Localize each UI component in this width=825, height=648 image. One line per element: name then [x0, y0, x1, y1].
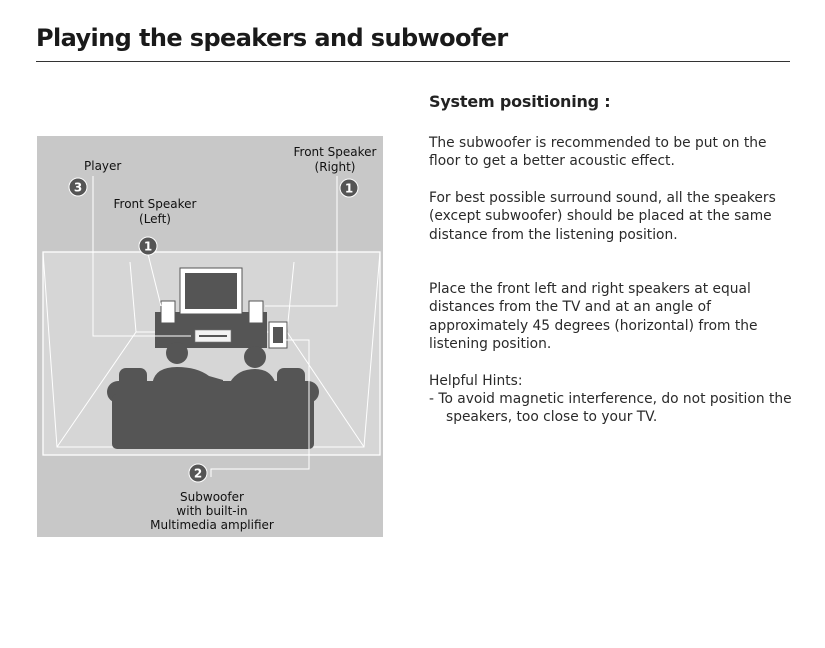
- paragraph-subwoofer: The subwoofer is recommended to be put o…: [429, 135, 767, 170]
- badge-number: 3: [74, 181, 82, 195]
- label-subwoofer-line1: Subwoofer: [180, 490, 244, 504]
- section-heading: System positioning :: [429, 92, 611, 111]
- sofa-with-listeners: [107, 342, 319, 449]
- badge-number: 1: [144, 240, 152, 254]
- label-front-right-line1: Front Speaker: [294, 145, 377, 159]
- badge-subwoofer: 2: [188, 463, 208, 483]
- speaker-placement-illustration: 3 1 1 2 Player Front Speaker (Left) Fron…: [37, 136, 383, 537]
- badge-front-right: 1: [339, 178, 359, 198]
- paragraph-front-speakers: Place the front left and right speakers …: [429, 281, 758, 352]
- hint-item: - To avoid magnetic interference, do not…: [429, 391, 792, 426]
- paragraph-surround: For best possible surround sound, all th…: [429, 190, 776, 243]
- front-speaker-right: [248, 300, 264, 324]
- badge-number: 1: [345, 182, 353, 196]
- badge-number: 2: [194, 467, 202, 481]
- title-divider: [36, 61, 790, 62]
- label-player: Player: [84, 159, 121, 173]
- front-speaker-left: [160, 300, 176, 324]
- label-front-left-line2: (Left): [139, 212, 171, 226]
- label-front-left-line1: Front Speaker: [114, 197, 197, 211]
- label-subwoofer-line2: with built-in: [176, 504, 247, 518]
- page-title: Playing the speakers and subwoofer: [36, 24, 508, 52]
- badge-player: 3: [68, 177, 88, 197]
- label-subwoofer-line3: Multimedia amplifier: [150, 518, 274, 532]
- tv: [179, 267, 243, 315]
- helpful-hints-label: Helpful Hints:: [429, 373, 523, 389]
- label-front-right-line2: (Right): [315, 160, 356, 174]
- badge-front-left: 1: [138, 236, 158, 256]
